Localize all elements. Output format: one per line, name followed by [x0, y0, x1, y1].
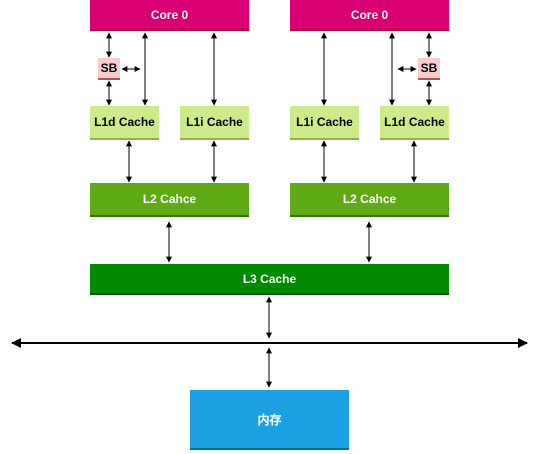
l1d-cache-right: L1d Cache [380, 106, 449, 140]
core-block-right: Core 0 [290, 0, 449, 31]
store-buffer-left: SB [98, 58, 120, 80]
l1d-cache-left: L1d Cache [90, 106, 159, 140]
l1i-cache-right: L1i Cache [290, 106, 359, 140]
l2-cache-left: L2 Cahce [90, 183, 249, 217]
l1i-cache-left: L1i Cache [180, 106, 249, 140]
main-memory: 内存 [190, 390, 349, 450]
l2-cache-right: L2 Cahce [290, 183, 449, 217]
l3-cache: L3 Cache [90, 264, 449, 295]
core-block-left: Core 0 [90, 0, 249, 31]
store-buffer-right: SB [418, 58, 440, 80]
